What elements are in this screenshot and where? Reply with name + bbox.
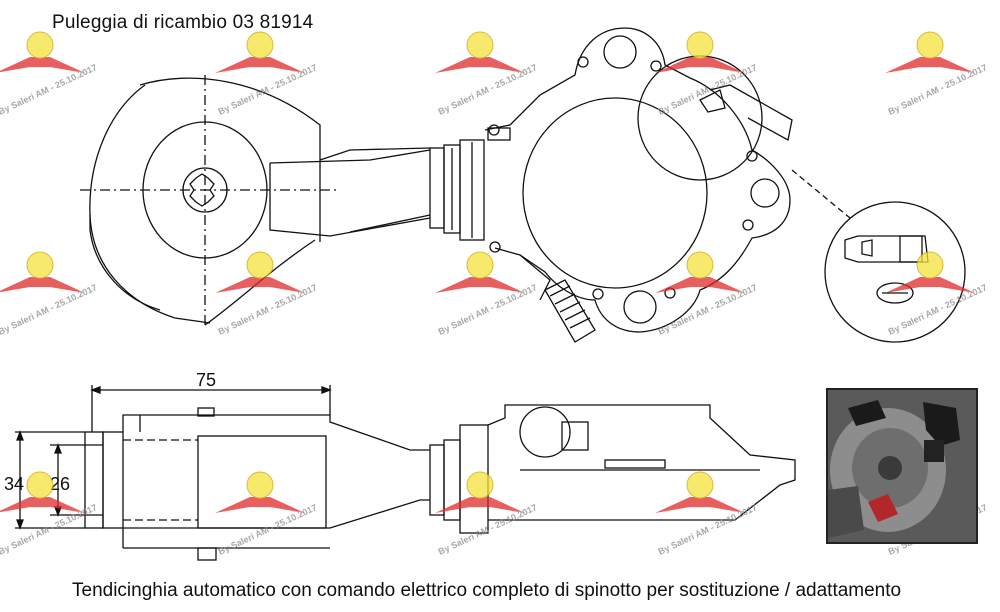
saleri-logo-watermark: By Saleri AM - 25.10.2017 <box>435 471 538 557</box>
watermark-text: By Saleri AM - 25.10.2017 <box>657 502 759 557</box>
product-photo <box>826 388 978 544</box>
top-hose <box>519 254 596 343</box>
saleri-logo-watermark: By Saleri AM - 25.10.2017 <box>215 471 318 557</box>
saleri-logo-watermark: By Saleri AM - 25.10.2017 <box>655 251 759 337</box>
saleri-logo-watermark: By Saleri AM - 25.10.2017 <box>435 251 539 337</box>
saleri-logo-watermark: By Saleri AM - 25.10.2017 <box>655 471 759 557</box>
watermark-text: By Saleri AM - 25.10.2017 <box>217 62 319 117</box>
watermark-text: By Saleri AM - 25.10.2017 <box>437 282 539 337</box>
caption: Tendicinghia automatico con comando elet… <box>72 580 902 601</box>
watermark-text: By Saleri AM - 25.10.2017 <box>657 62 759 117</box>
page-title: Puleggia di ricambio 03 81914 <box>52 12 314 33</box>
watermark-text: By Saleri AM - 25.10.2017 <box>217 282 319 337</box>
watermark-text: By Saleri AM - 25.10.2017 <box>0 502 98 557</box>
dim-height-outer-label: 34 <box>4 474 24 494</box>
dim-height-inner-label: 26 <box>50 474 70 494</box>
watermark-text: By Saleri AM - 25.10.2017 <box>887 62 989 117</box>
saleri-logo-watermark: By Saleri AM - 25.10.2017 <box>655 31 759 117</box>
saleri-logo-watermark: By Saleri AM - 25.10.2017 <box>215 251 319 337</box>
top-gear-collar <box>429 139 485 241</box>
top-arm <box>269 147 431 237</box>
saleri-logo-watermark: By Saleri AM - 25.10.2017 <box>0 31 98 117</box>
watermark-text: By Saleri AM - 25.10.2017 <box>0 282 98 337</box>
saleri-logo-watermark: By Saleri AM - 25.10.2017 <box>885 251 989 337</box>
saleri-logo-watermark: By Saleri AM - 25.10.2017 <box>0 251 98 337</box>
top-actuator-housing <box>484 27 793 333</box>
watermark-text: By Saleri AM - 25.10.2017 <box>887 282 989 337</box>
watermark-text: By Saleri AM - 25.10.2017 <box>437 62 539 117</box>
side-view <box>84 404 796 561</box>
connector-detail-circle <box>824 201 966 343</box>
top-pulley <box>80 75 340 326</box>
watermark-text: By Saleri AM - 25.10.2017 <box>0 62 98 117</box>
watermark-text: By Saleri AM - 25.10.2017 <box>657 282 759 337</box>
saleri-logo-watermark: By Saleri AM - 25.10.2017 <box>885 31 989 117</box>
saleri-logo-watermark: By Saleri AM - 25.10.2017 <box>435 31 539 117</box>
saleri-logo-watermark: By Saleri AM - 25.10.2017 <box>215 31 319 117</box>
dim-width-label: 75 <box>196 370 216 390</box>
